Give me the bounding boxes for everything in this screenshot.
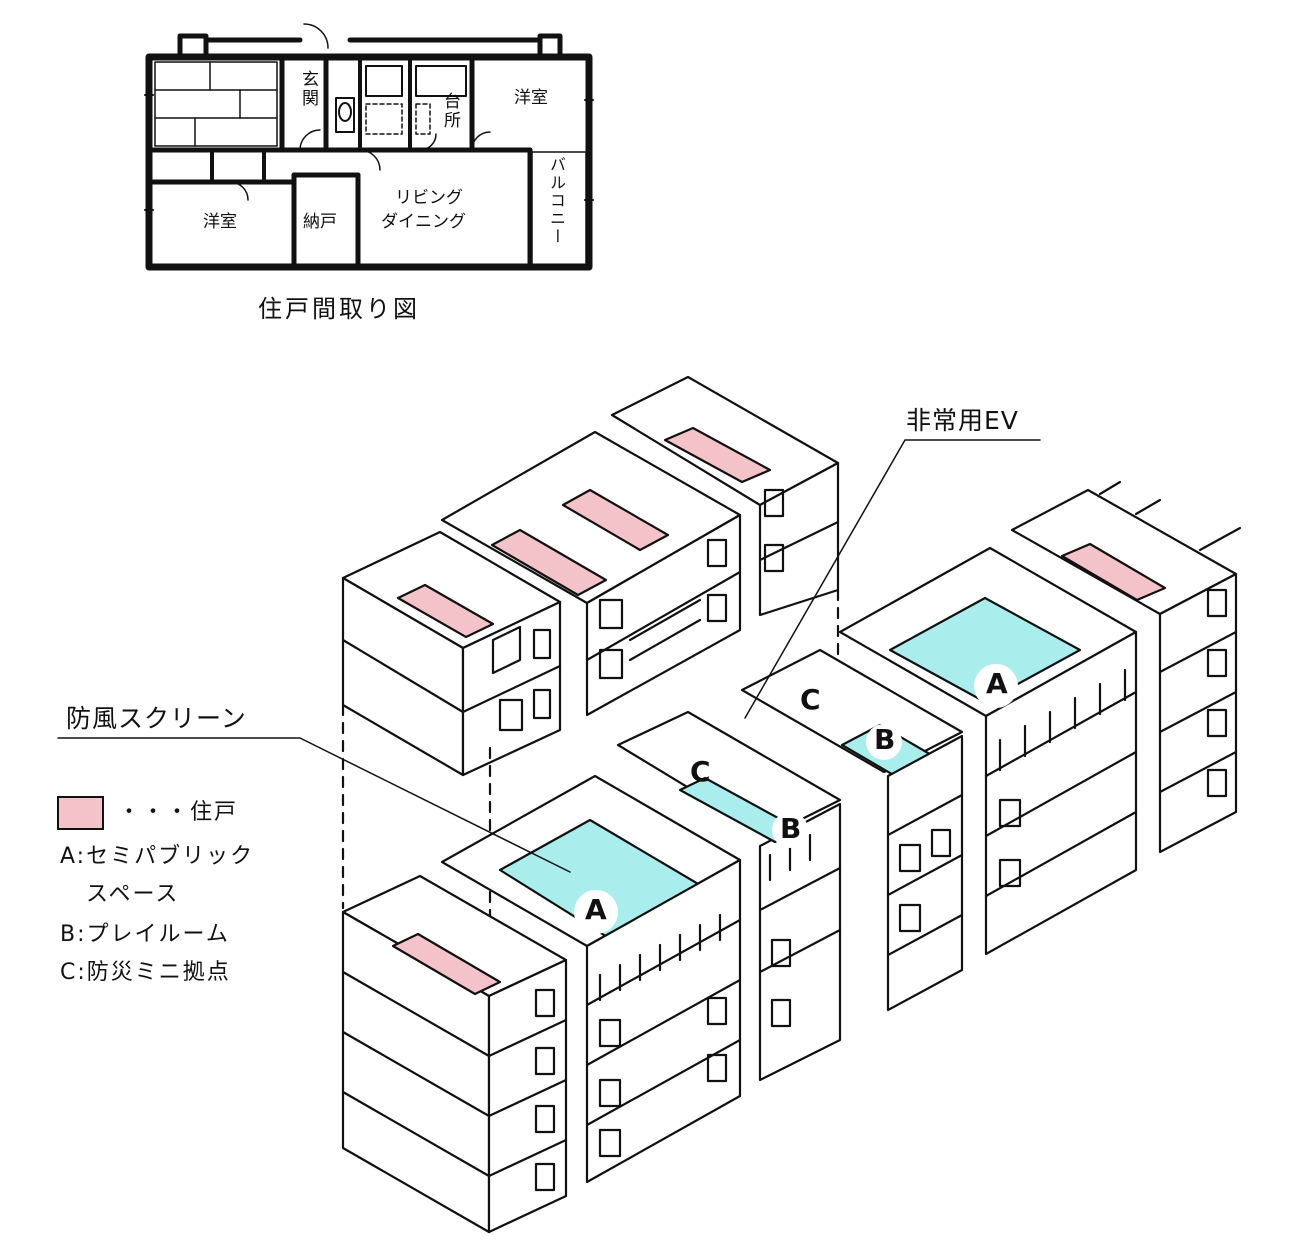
lower-unit-far-right [1010,480,1242,854]
tatami-room [154,61,278,147]
zone-label-a-front: A [585,893,607,926]
legend-dwelling: ・・・住戸 [118,800,239,825]
plan-caption: 住戸間取り図 [258,295,420,323]
zone-label-b-front: B [780,812,802,845]
callout-wind-screen: 防風スクリーン [66,704,247,733]
legend-a-line1: A:セミパブリック [60,844,255,869]
zone-label-b-back: B [874,723,896,756]
callout-emergency-ev: 非常用EV [906,406,1019,435]
plan-label-living-2: ダイニング [381,212,466,232]
plan-label-daidokoro: 台所 [440,92,460,130]
wind-screen-leader-line [57,737,571,873]
lower-unit-middle-bc [616,710,842,1082]
zone-label-c-front: C [690,755,711,788]
plan-label-living-1: リビング [395,188,463,208]
plan-label-balcony: バルコニー [547,156,566,246]
legend-a-line2: スペース [86,882,180,907]
legend-dwelling-swatch [57,796,104,830]
plan-label-youshitsu-bottom: 洋室 [203,212,237,232]
upper-unit-right [610,375,840,617]
upper-unit-middle [440,430,742,717]
plan-label-youshitsu-top: 洋室 [514,88,548,108]
zone-label-a-back: A [986,667,1008,700]
legend-b: B:プレイルーム [60,922,230,947]
legend-c: C:防災ミニ拠点 [60,960,231,985]
lower-unit-front-a [440,774,742,1184]
plan-parapet-right [537,33,563,61]
ev-leader-line [744,439,1041,719]
plan-parapet-left [177,33,209,61]
plan-label-genkan: 玄関 [298,70,318,108]
upper-unit-left [341,530,562,777]
plan-label-nando: 納戸 [303,212,337,232]
zone-label-c-back: C [800,683,821,716]
lower-unit-back-a [838,546,1138,956]
plan-outer-wall [145,53,593,271]
lower-unit-front-left [341,874,568,1234]
floor-plan [144,23,594,271]
building-illustration [57,375,1242,1234]
